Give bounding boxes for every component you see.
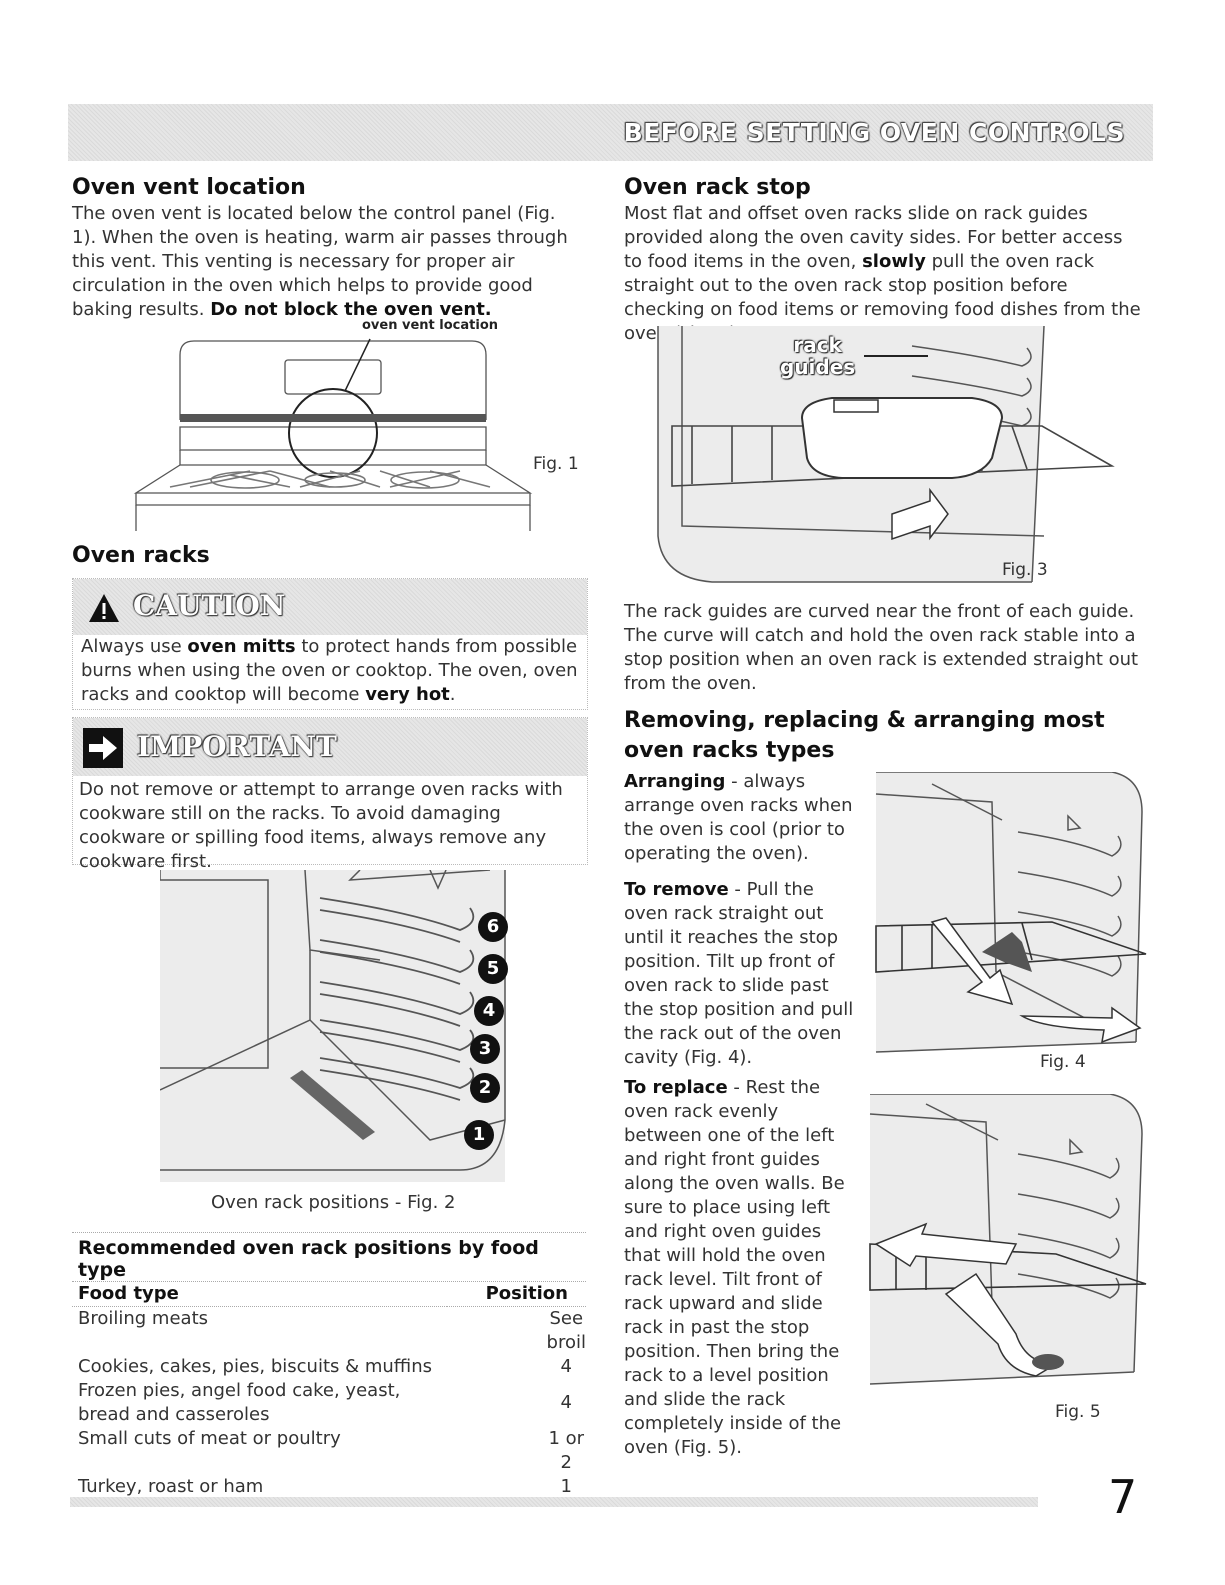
caution-title: CAUTION (133, 589, 286, 622)
warning-triangle-icon (89, 594, 119, 622)
remove-desc: - Pull the oven rack straight out until … (624, 879, 854, 1068)
fig3-label: Fig. 3 (1002, 560, 1048, 580)
rack-guides-paragraph: The rack guides are curved near the fron… (624, 601, 1139, 694)
rack-position-1: 1 (464, 1120, 494, 1150)
rack-position-6: 6 (478, 912, 508, 942)
table-cell-food: Frozen pies, angel food cake, yeast, bre… (78, 1380, 401, 1425)
section-title: BEFORE SETTING OVEN CONTROLS (623, 118, 1125, 147)
rack-guides-label-line2: guides (780, 355, 856, 379)
table-cell-position: 4 (560, 1392, 572, 1413)
remove-label: To remove (624, 879, 729, 900)
vent-paragraph: The oven vent is located below the contr… (72, 202, 584, 322)
fig4-label: Fig. 4 (1040, 1052, 1086, 1072)
table-cell-food: Broiling meats (78, 1308, 208, 1329)
table-cell-position: See broil (546, 1308, 586, 1353)
rack-position-4: 4 (474, 996, 504, 1026)
table: Food type Position Broiling meats See br… (72, 1282, 586, 1499)
table-row: Small cuts of meat or poultry 1 or 2 (72, 1427, 586, 1475)
rack-stop-text: Most flat and offset oven racks slide on… (624, 203, 1123, 272)
fig5-label: Fig. 5 (1055, 1402, 1101, 1422)
important-band: IMPORTANT (73, 718, 587, 776)
replace-text: To replace - Rest the oven rack evenly b… (624, 1076, 860, 1460)
fig4-remove-rack-illustration (875, 772, 1147, 1053)
replace-desc: - Rest the oven rack evenly between one … (624, 1077, 845, 1458)
header-food-type: Food type (72, 1282, 447, 1307)
caution-text-part: Always use (81, 636, 188, 657)
table-cell-position: 4 (560, 1356, 572, 1377)
footer-band (70, 1497, 1038, 1507)
table-cell-food: Turkey, roast or ham (78, 1476, 264, 1497)
table-cell-food: Cookies, cakes, pies, biscuits & muffins (78, 1356, 432, 1377)
rack-position-3: 3 (470, 1034, 500, 1064)
table-row: Turkey, roast or ham 1 (72, 1475, 586, 1499)
important-title: IMPORTANT (137, 730, 337, 763)
arranging-heading: Removing, replacing & arranging most ove… (624, 708, 1105, 763)
rack-position-5: 5 (478, 954, 508, 984)
rack-stop-paragraph: Most flat and offset oven racks slide on… (624, 202, 1144, 346)
rack-stop-heading: Oven rack stop (624, 175, 811, 200)
header-position: Position (446, 1282, 586, 1307)
table-row: Cookies, cakes, pies, biscuits & muffins… (72, 1355, 586, 1379)
rack-guides-label: rack guides (780, 334, 855, 378)
caution-box: CAUTION Always use oven mitts to protect… (72, 578, 588, 710)
vent-callout-label: oven vent location (362, 318, 499, 333)
arranging-desc: - always arrange oven racks when the ove… (624, 771, 853, 864)
replace-label: To replace (624, 1077, 728, 1098)
table-cell-position: 1 or 2 (548, 1428, 585, 1473)
caution-text: Always use oven mitts to protect hands f… (73, 635, 587, 707)
rack-guides-label-line1: rack (793, 333, 842, 357)
vent-heading: Oven vent location (72, 175, 306, 200)
table-header-row: Food type Position (72, 1282, 586, 1307)
caution-bold-oven-mitts: oven mitts (187, 636, 296, 657)
vent-warning: Do not block the oven vent. (210, 299, 492, 320)
arranging-text: Arranging - always arrange oven racks wh… (624, 770, 860, 866)
rack-stop-text: pull the oven rack straight out to the o… (624, 251, 1141, 344)
fig1-stove-illustration (133, 338, 533, 531)
fig2-rack-positions-illustration (160, 870, 506, 1182)
caution-text-part: . (449, 684, 456, 705)
arrow-box-icon (83, 728, 123, 768)
caution-band: CAUTION (73, 579, 587, 635)
page-number: 7 (1108, 1470, 1138, 1524)
arranging-label: Arranging (624, 771, 726, 792)
fig5-replace-rack-illustration (869, 1094, 1147, 1385)
racks-heading: Oven racks (72, 543, 210, 568)
caution-text-part: to protect hands from possible burns whe… (81, 636, 578, 705)
important-box: IMPORTANT Do not remove or attempt to ar… (72, 717, 588, 872)
rack-stop-bold-slowly: slowly (862, 251, 926, 272)
important-text: Do not remove or attempt to arrange oven… (79, 779, 563, 872)
table-row: Broiling meats See broil (72, 1307, 586, 1356)
fig2-caption: Oven rack positions - Fig. 2 (211, 1192, 456, 1213)
vent-text: The oven vent is located below the contr… (72, 203, 568, 320)
table-row: Frozen pies, angel food cake, yeast, bre… (72, 1379, 586, 1427)
fig3-rack-guides-illustration (657, 326, 1115, 583)
remove-text: To remove - Pull the oven rack straight … (624, 878, 860, 1070)
fig1-label: Fig. 1 (533, 454, 579, 474)
table-title: Recommended oven rack positions by food … (72, 1233, 586, 1282)
rack-position-2: 2 (470, 1073, 500, 1103)
table-cell-position: 1 (560, 1476, 572, 1497)
rack-position-table: Recommended oven rack positions by food … (72, 1232, 586, 1500)
caution-bold-very-hot: very hot (365, 684, 450, 705)
table-cell-food: Small cuts of meat or poultry (78, 1428, 341, 1449)
section-header-band: BEFORE SETTING OVEN CONTROLS (68, 104, 1153, 161)
